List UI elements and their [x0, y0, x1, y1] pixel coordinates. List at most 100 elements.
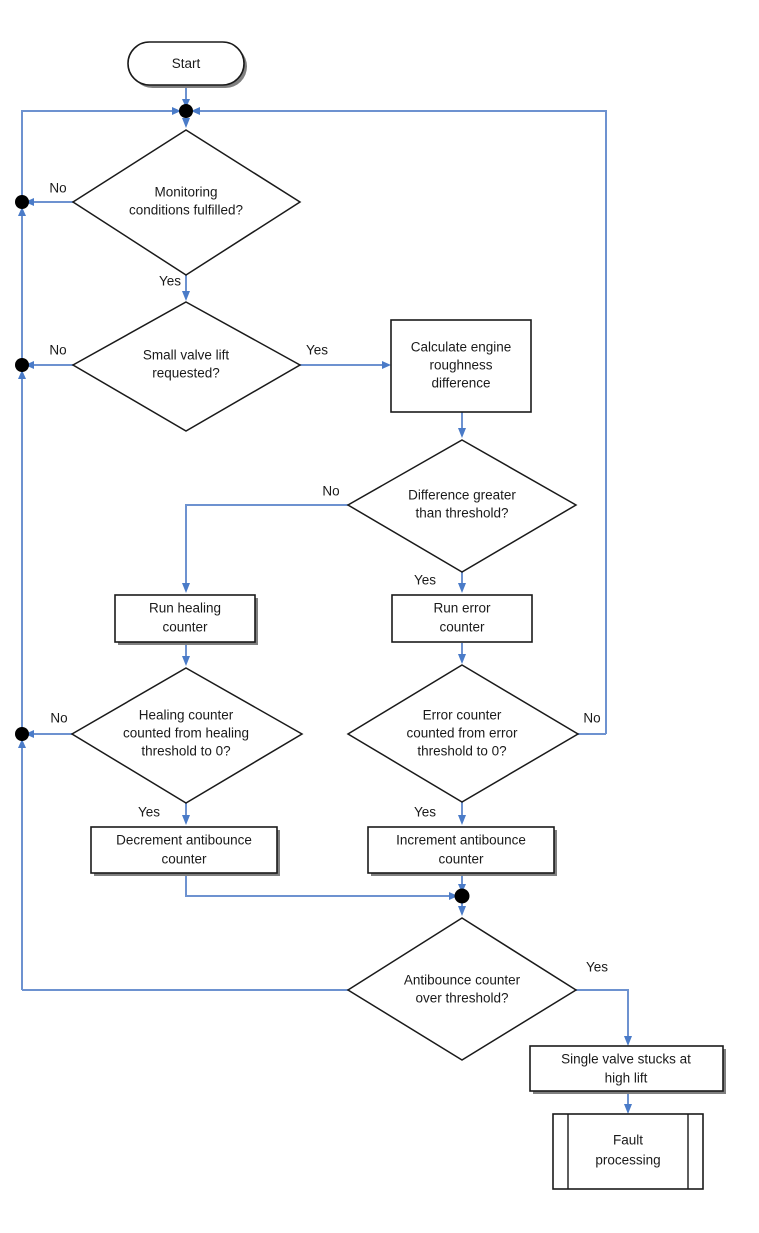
arrowhead-right-loopback-left [191, 107, 200, 115]
connector-layer [18, 86, 632, 1114]
monitoring-label-line1: Monitoring [154, 185, 217, 200]
arrowhead-difference-no [182, 583, 190, 593]
edge-antibounce-yes [576, 989, 629, 1042]
arrowhead-error-yes [458, 815, 466, 825]
arrowhead-small-valve-no [25, 361, 34, 369]
calculate-label-line3: difference [431, 376, 490, 391]
arrowhead-left-loopback-right [172, 107, 181, 115]
edge-label-error-yes: Yes [414, 805, 436, 820]
calculate-label-line1: Calculate engine [411, 340, 512, 355]
edge-label-layer: No Yes No Yes No Yes No No Yes Yes Yes [49, 181, 608, 975]
run-error-label-line1: Run error [433, 601, 491, 616]
healing-check-diamond [70, 667, 304, 804]
edge-label-small-valve-yes: Yes [306, 343, 328, 358]
run-error-label-line2: counter [439, 620, 485, 635]
junction-dot-left-3 [15, 727, 29, 741]
arrowhead-to-difference [458, 428, 466, 438]
node-fault-processing[interactable]: Fault processing [552, 1113, 704, 1190]
junction-layer [15, 104, 470, 904]
node-monitoring-decision[interactable]: Monitoring conditions fulfilled? [71, 129, 302, 276]
edge-label-monitoring-yes: Yes [159, 274, 181, 289]
arrowhead-to-monitoring [182, 118, 190, 128]
edge-difference-no [185, 504, 348, 589]
difference-label-line2: than threshold? [415, 506, 508, 521]
node-small-valve-decision[interactable]: Small valve lift requested? [71, 301, 302, 432]
arrowhead-healing-yes [182, 815, 190, 825]
fault-processing-label-line1: Fault [613, 1133, 643, 1148]
error-check-label-line1: Error counter [423, 708, 502, 723]
edge-label-healing-no: No [50, 711, 67, 726]
junction-dot-left-1 [15, 195, 29, 209]
node-increment-antibounce[interactable]: Increment antibounce counter [367, 826, 557, 876]
increment-label-line1: Increment antibounce [396, 833, 526, 848]
node-difference-decision[interactable]: Difference greater than threshold? [346, 439, 578, 573]
junction-dot-top [179, 104, 193, 118]
arrowhead-to-healing-check [182, 656, 190, 666]
run-healing-label-line2: counter [162, 620, 208, 635]
arrowhead-to-error-check [458, 654, 466, 664]
edge-label-difference-no: No [322, 484, 339, 499]
node-calculate-roughness[interactable]: Calculate engine roughness difference [390, 319, 532, 413]
edge-left-loopback-trunk [21, 110, 178, 990]
node-error-check-decision[interactable]: Error counter counted from error thresho… [346, 664, 580, 803]
decrement-outline [90, 826, 278, 874]
edge-label-error-no: No [583, 711, 600, 726]
fault-processing-label-line2: processing [595, 1153, 660, 1168]
difference-diamond [346, 439, 578, 573]
arrowhead-trunk-up-1 [18, 207, 26, 216]
arrowhead-to-antibounce [458, 906, 466, 916]
arrowhead-trunk-up-2 [18, 370, 26, 379]
arrowhead-healing-no [25, 730, 34, 738]
arrowhead-antibounce-yes [624, 1036, 632, 1046]
single-valve-label-line1: Single valve stucks at [561, 1052, 691, 1067]
node-decrement-antibounce[interactable]: Decrement antibounce counter [90, 826, 280, 876]
arrowhead-start-down [182, 99, 190, 108]
run-error-outline [391, 594, 533, 643]
node-start[interactable]: Start [127, 41, 247, 88]
junction-dot-left-2 [15, 358, 29, 372]
healing-check-label-line1: Healing counter [139, 708, 234, 723]
antibounce-check-diamond [346, 917, 578, 1061]
decrement-label-line1: Decrement antibounce [116, 833, 252, 848]
edge-label-small-valve-no: No [49, 343, 66, 358]
run-healing-outline [114, 594, 256, 643]
node-single-valve-stuck[interactable]: Single valve stucks at high lift [529, 1045, 726, 1094]
arrowhead-to-fault [624, 1104, 632, 1114]
increment-label-line2: counter [438, 852, 484, 867]
arrowhead-difference-yes [458, 583, 466, 593]
small-valve-label-line2: requested? [152, 366, 220, 381]
fault-processing-outline [552, 1113, 704, 1190]
calculate-label-line2: roughness [429, 358, 492, 373]
arrowhead-decrement-merge [449, 892, 458, 900]
node-run-healing-counter[interactable]: Run healing counter [114, 594, 258, 645]
error-check-label-line2: counted from error [406, 726, 518, 741]
run-healing-label-line1: Run healing [149, 601, 221, 616]
increment-outline [367, 826, 555, 874]
error-check-label-line3: threshold to 0? [417, 744, 506, 759]
decrement-label-line2: counter [161, 852, 207, 867]
arrowhead-small-valve-yes [382, 361, 391, 369]
start-outline [127, 41, 245, 86]
small-valve-label-line1: Small valve lift [143, 348, 230, 363]
monitoring-diamond [71, 129, 302, 276]
edge-label-healing-yes: Yes [138, 805, 160, 820]
start-label: Start [172, 56, 201, 71]
arrowhead-monitoring-yes [182, 291, 190, 301]
healing-check-label-line2: counted from healing [123, 726, 249, 741]
node-antibounce-check-decision[interactable]: Antibounce counter over threshold? [346, 917, 578, 1061]
error-check-diamond [346, 664, 580, 803]
edge-label-antibounce-yes: Yes [586, 960, 608, 975]
node-run-error-counter[interactable]: Run error counter [391, 594, 533, 643]
small-valve-diamond [71, 301, 302, 432]
edge-label-monitoring-no: No [49, 181, 66, 196]
healing-check-label-line3: threshold to 0? [141, 744, 230, 759]
node-healing-check-decision[interactable]: Healing counter counted from healing thr… [70, 667, 304, 804]
antibounce-check-label-line1: Antibounce counter [404, 973, 521, 988]
arrowhead-monitoring-no [25, 198, 34, 206]
single-valve-outline [529, 1045, 724, 1092]
single-valve-label-line2: high lift [605, 1071, 648, 1086]
difference-label-line1: Difference greater [408, 488, 516, 503]
edge-label-difference-yes: Yes [414, 573, 436, 588]
